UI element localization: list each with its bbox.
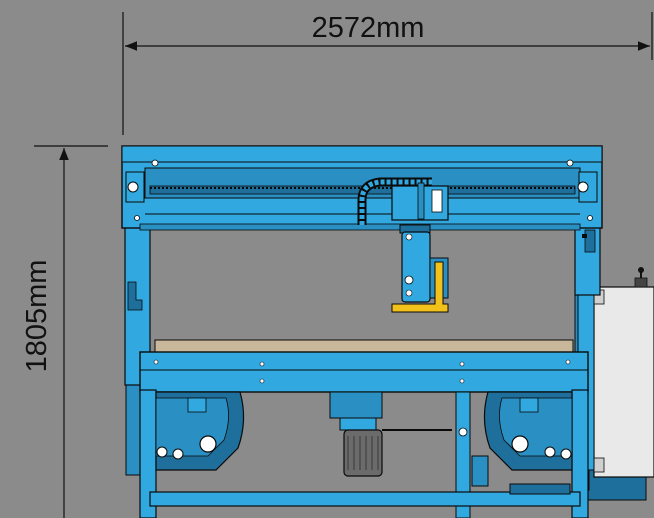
- height-dimension: 1805mm: [21, 145, 108, 518]
- tool-bracket: [391, 261, 449, 313]
- pedal-unit: [471, 455, 571, 495]
- worktable: [139, 339, 589, 393]
- tool-carriage: [391, 182, 449, 313]
- left-bracket: [155, 391, 245, 471]
- electrical-cabinet: [587, 267, 654, 501]
- width-dimension-label: 2572mm: [312, 12, 425, 44]
- right-bracket: [483, 391, 573, 471]
- height-dimension-label: 1805mm: [21, 260, 53, 373]
- cable-chain: [357, 177, 432, 225]
- drive-motor: [329, 391, 452, 477]
- lower-frame: [139, 389, 589, 518]
- width-dimension: 2572mm: [122, 12, 653, 135]
